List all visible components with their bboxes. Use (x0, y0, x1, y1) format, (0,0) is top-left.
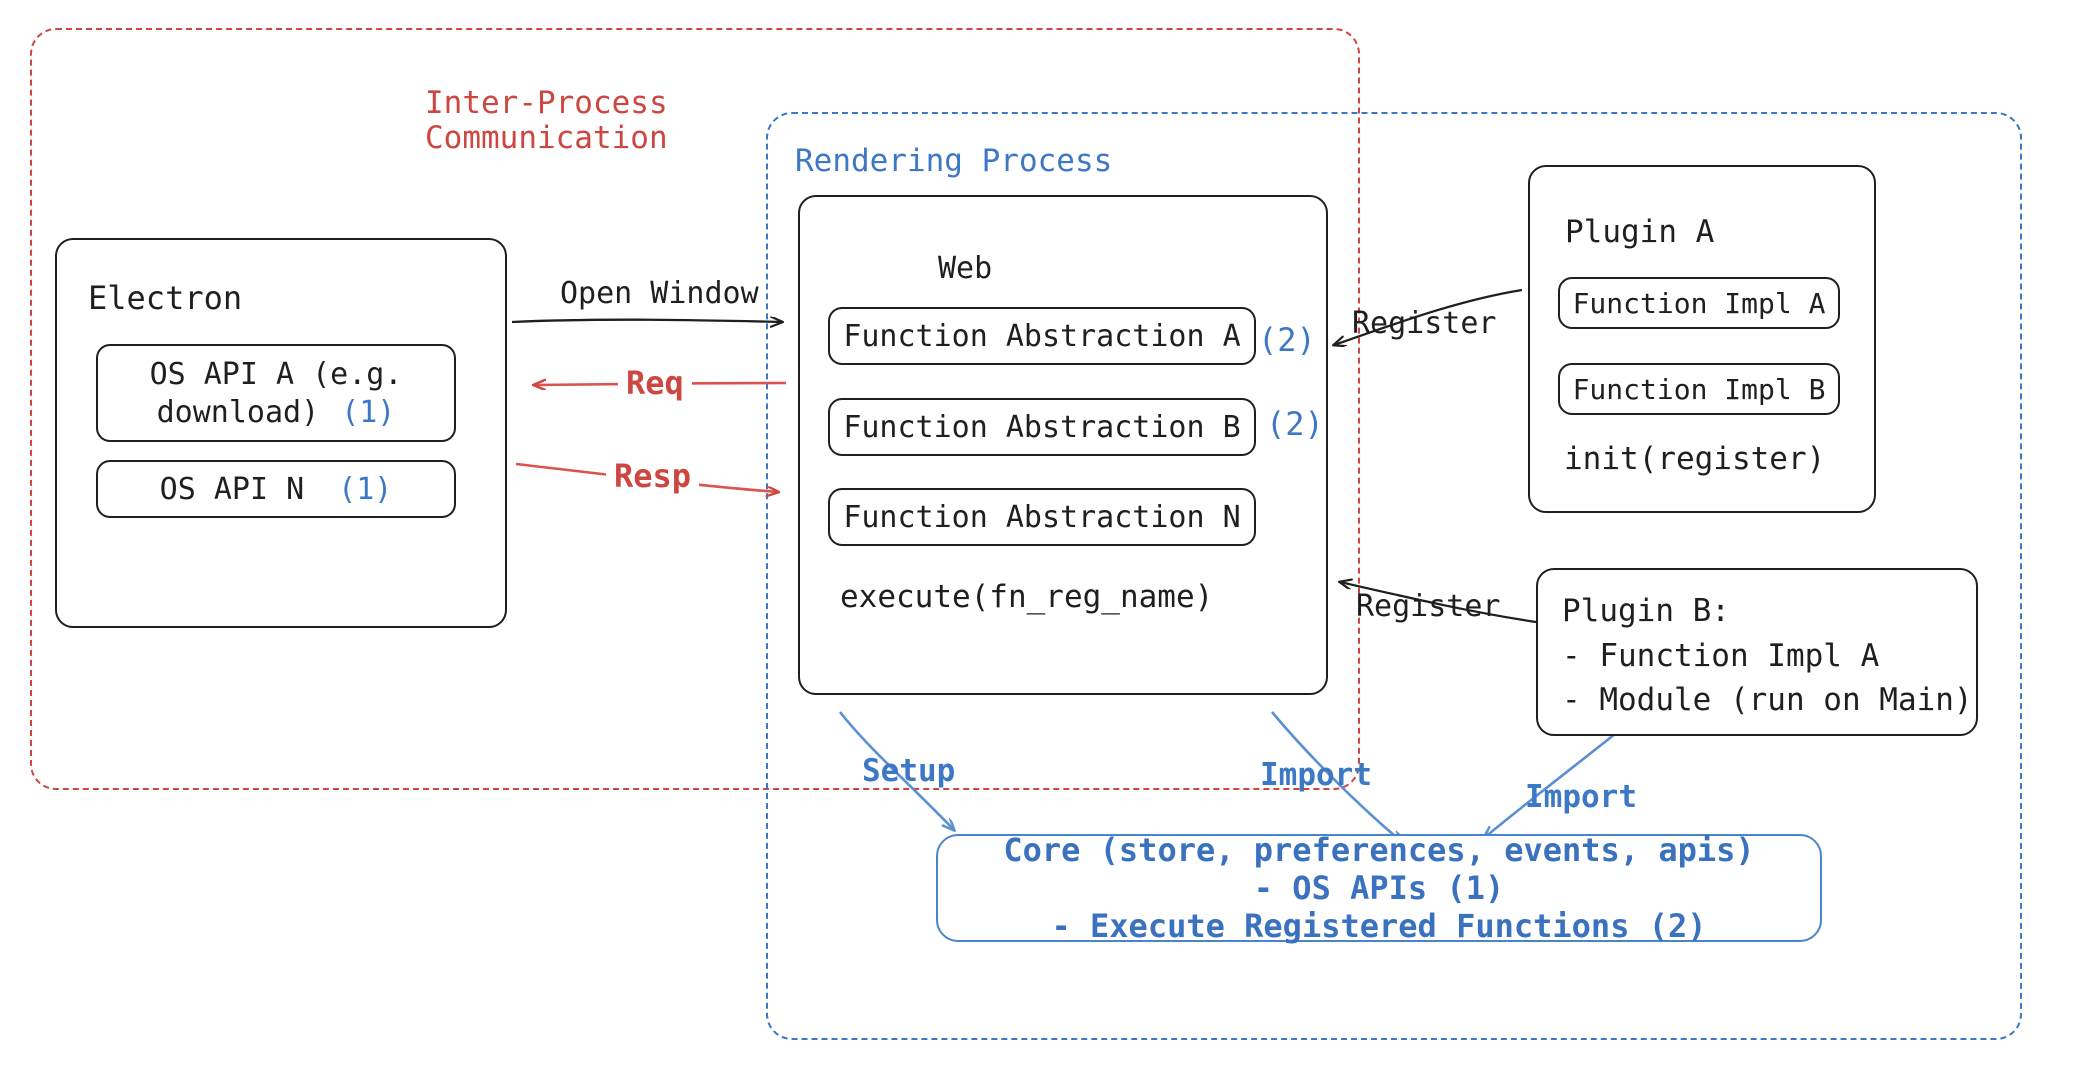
edge-label-resp: Resp (606, 456, 700, 497)
function-abstraction-b-box[interactable]: Function Abstraction B (828, 398, 1256, 456)
web-title: Web (938, 251, 993, 286)
electron-title: Electron (88, 279, 243, 317)
plugin-b-item-0: - Function Impl A (1562, 638, 1880, 674)
os-api-a-label-line2: download) (156, 394, 320, 430)
plugin-a-function-impl-a-label: Function Impl A (1572, 286, 1826, 320)
core-line-1: Core (store, preferences, events, apis) (1003, 831, 1755, 869)
plugin-a-init-footer: init(register) (1564, 441, 1826, 477)
os-api-a-marker: (1) (341, 394, 396, 430)
core-line-2: - OS APIs (1) (1253, 869, 1505, 907)
plugin-b-title: Plugin B: (1562, 593, 1730, 629)
edge-label-setup: Setup (862, 753, 956, 789)
function-abstraction-n-label: Function Abstraction N (843, 499, 1241, 535)
edge-label-req: Req (618, 363, 692, 404)
plugin-a-function-impl-a-box[interactable]: Function Impl A (1558, 277, 1840, 329)
edge-label-import-plugin-b: Import (1525, 779, 1637, 815)
web-execute-footer: execute(fn_reg_name) (840, 579, 1214, 615)
ipc-region-label-line1: Inter-Process (425, 85, 668, 121)
core-box[interactable]: Core (store, preferences, events, apis) … (936, 831, 1822, 945)
plugin-b-box[interactable] (1536, 568, 1978, 736)
function-abstraction-a-label: Function Abstraction A (843, 318, 1241, 354)
rendering-process-region-label: Rendering Process (795, 143, 1113, 179)
function-abstraction-b-label: Function Abstraction B (843, 409, 1241, 445)
function-abstraction-n-box[interactable]: Function Abstraction N (828, 488, 1256, 546)
region-inter-process-communication (30, 28, 1360, 790)
function-abstraction-b-marker: (2) (1266, 405, 1324, 443)
edge-label-open-window: Open Window (560, 276, 759, 311)
os-api-n-marker: (1) (338, 471, 393, 507)
function-abstraction-a-box[interactable]: Function Abstraction A (828, 307, 1256, 365)
edge-label-register-plugin-b: Register (1356, 589, 1501, 624)
ipc-region-label-line2: Communication (425, 120, 668, 156)
plugin-a-function-impl-b-label: Function Impl B (1572, 372, 1826, 406)
os-api-n-label: OS API N (159, 471, 305, 507)
edge-label-register-plugin-a: Register (1352, 306, 1497, 341)
function-abstraction-a-marker: (2) (1258, 321, 1316, 359)
os-api-a-box[interactable]: OS API A (e.g. download) (1) (96, 344, 456, 442)
os-api-n-box[interactable]: OS API N (1) (96, 460, 456, 518)
os-api-a-label-line1: OS API A (e.g. (149, 357, 403, 393)
edge-label-import-web: Import (1260, 757, 1372, 793)
plugin-a-box[interactable] (1528, 165, 1876, 513)
plugin-a-title: Plugin A (1565, 214, 1715, 250)
plugin-b-item-1: - Module (run on Main) (1562, 682, 1973, 718)
core-line-3: - Execute Registered Functions (2) (1051, 907, 1707, 945)
plugin-a-function-impl-b-box[interactable]: Function Impl B (1558, 363, 1840, 415)
region-rendering-process (766, 112, 2022, 1040)
